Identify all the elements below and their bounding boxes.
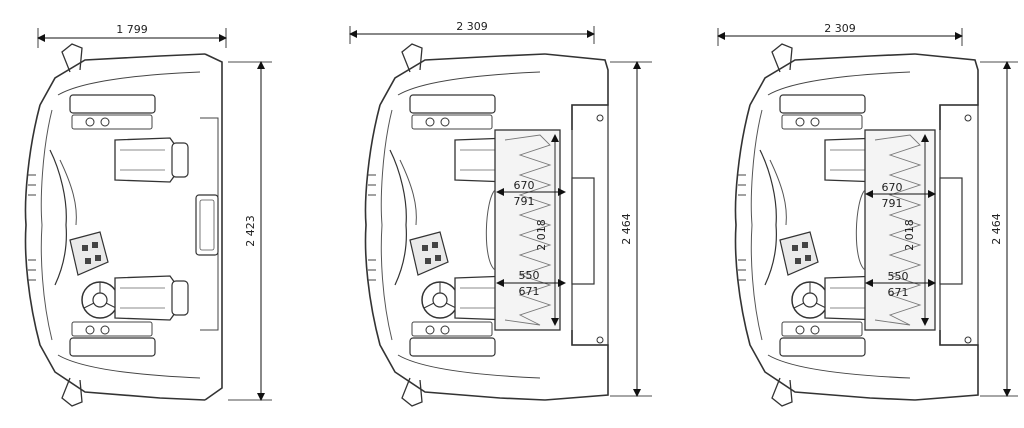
height-label: 2 464 [990,213,1003,245]
bed-upper-outer-label: 791 [514,195,535,208]
bed-lower-inner-label: 550 [888,270,909,283]
bed-lower-outer-label: 671 [519,285,540,298]
bed-length-label: 2 018 [535,219,548,251]
height-label: 2 423 [244,215,257,247]
height-dimension: 2 464 [980,61,1018,397]
view-cab-bed-b: 670 791 550 671 2 018 2 309 2 464 [717,22,1018,407]
bed-upper-inner-label: 670 [514,179,535,192]
width-dimension: 2 309 [349,20,595,44]
width-dimension: 2 309 [717,22,963,46]
width-label: 2 309 [824,22,856,35]
bed-length-label: 2 018 [903,219,916,251]
bunk-bed [855,129,936,331]
view-cab-no-bed: 1 799 2 423 [24,23,272,407]
width-dimension: 1 799 [37,23,227,48]
height-dimension: 2 464 [610,61,652,397]
bed-lower-outer-label: 671 [888,286,909,299]
bed-upper-inner-label: 670 [882,181,903,194]
height-dimension: 2 423 [228,61,272,401]
bed-upper-outer-label: 791 [882,197,903,210]
height-label: 2 464 [620,213,633,245]
width-label: 2 309 [456,20,488,33]
bed-dimensions: 670 791 550 671 2 018 [865,134,936,326]
view-cab-bed-a: 670 791 550 671 2 018 2 309 2 464 [349,20,652,407]
bunk-bed [485,129,561,331]
width-label: 1 799 [116,23,148,36]
bed-lower-inner-label: 550 [519,269,540,282]
bed-dimensions: 670 791 550 671 2 018 [496,134,566,326]
